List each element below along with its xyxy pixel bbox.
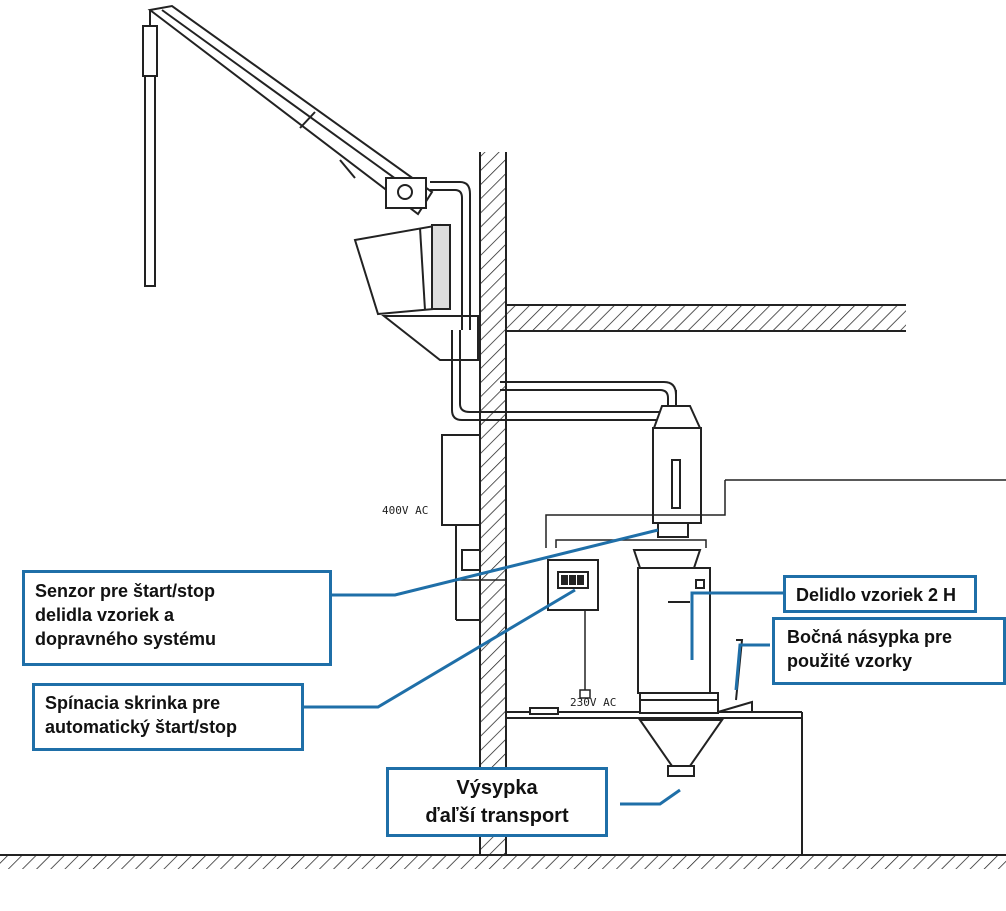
callout-switchbox-line-2: automatický štart/stop — [45, 717, 238, 737]
switch-box — [547, 559, 599, 611]
sample-divider — [632, 549, 719, 714]
cyclone-separator — [652, 405, 702, 538]
leader-dump — [620, 788, 681, 806]
callout-sensor-line-1: Senzor pre štart/stop — [35, 581, 216, 601]
dump-hopper — [638, 719, 724, 777]
leader-lines — [292, 528, 785, 806]
callout-switchbox: Spínacia skrinka pre automatický štart/s… — [32, 683, 304, 751]
voltage-label-230v: 230V AC — [570, 696, 616, 709]
sampler-boom — [142, 4, 434, 287]
callout-sensor-line-3: dopravného systému — [35, 629, 217, 649]
leader-switchbox — [292, 588, 576, 709]
vertical-wall — [479, 152, 507, 856]
wiring — [455, 479, 1006, 699]
callout-sensor-line-2: delidla vzoriek a — [35, 605, 175, 625]
callout-sensor: Senzor pre štart/stop delidla vzoriek a … — [22, 570, 332, 666]
callout-dump-line-2: ďaľší transport — [425, 805, 569, 827]
callout-side-hopper: Bočná násypka pre použité vzorky — [772, 617, 1006, 685]
voltage-label-400v: 400V AC — [382, 504, 428, 517]
leader-side-hopper — [734, 643, 770, 691]
main-cabinet — [441, 434, 481, 621]
callout-side-hopper-line-2: použité vzorky — [787, 651, 913, 671]
callout-dump-line-1: Výsypka — [456, 777, 538, 799]
ceiling-slab — [506, 304, 906, 332]
leader-divider — [690, 591, 785, 660]
callout-dump: Výsypka ďaľší transport — [386, 767, 608, 837]
callout-divider-line-1: Delidlo vzoriek 2 H — [796, 585, 957, 605]
callout-switchbox-line-1: Spínacia skrinka pre — [45, 693, 221, 713]
callout-side-hopper-line-1: Bočná násypka pre — [787, 627, 953, 647]
side-hopper — [717, 639, 753, 713]
transport-tubes — [430, 181, 677, 421]
ground-floor — [0, 854, 1006, 869]
control-unit — [353, 223, 479, 361]
callout-divider: Delidlo vzoriek 2 H — [783, 575, 977, 613]
